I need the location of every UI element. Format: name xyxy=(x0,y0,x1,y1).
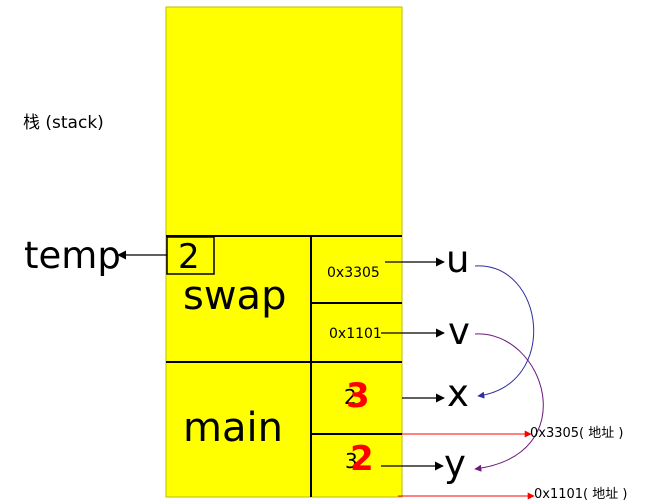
y-old-value: 3 xyxy=(345,449,358,473)
y-label: y xyxy=(444,442,466,485)
y-new-value: 2 xyxy=(350,439,374,479)
x-label: x xyxy=(447,372,469,415)
temp-label: temp xyxy=(24,234,121,277)
v-label: v xyxy=(448,310,470,353)
y-address-label: 0x1101( 地址 ) xyxy=(534,487,628,502)
x-new-value: 3 xyxy=(346,376,370,416)
v-cell-value: 0x1101 xyxy=(329,326,382,342)
u-cell-value: 0x3305 xyxy=(327,265,380,281)
stack-body xyxy=(165,6,403,498)
v-to-y-curve xyxy=(474,333,544,472)
u-to-x-curve xyxy=(474,265,535,399)
u-label: u xyxy=(446,238,470,281)
stack-label: 栈 (stack) xyxy=(23,113,104,133)
main-frame-name: main xyxy=(183,405,283,451)
x-old-value: 2 xyxy=(344,385,357,409)
temp-value: 2 xyxy=(178,237,200,277)
swap-frame-name: swap xyxy=(183,273,287,319)
x-address-label: 0x3305( 地址 ) xyxy=(530,426,624,441)
